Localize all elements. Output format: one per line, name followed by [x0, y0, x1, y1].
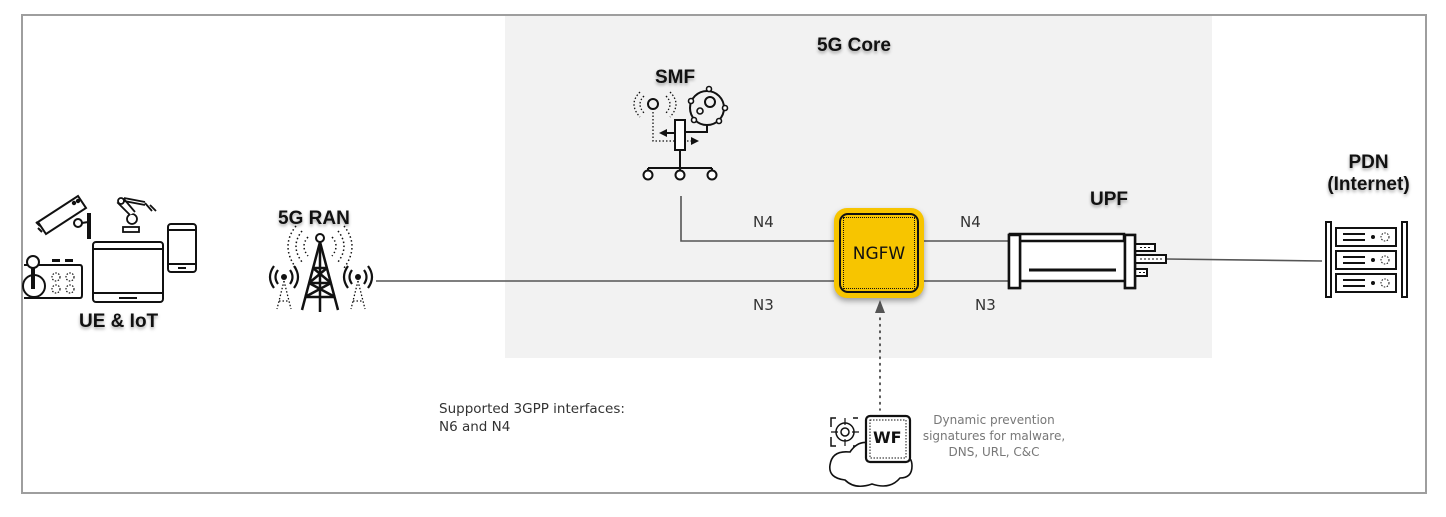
tablet-icon: [92, 241, 164, 303]
wf-to-ngfw-arrow: [875, 300, 885, 411]
cell-tower-icon: [268, 225, 374, 312]
supported-note-line2: N6 and N4: [439, 419, 511, 435]
ngfw-dotted-border: [843, 217, 915, 289]
ue-label: UE & IoT: [79, 311, 159, 332]
wildfire-cloud-icon: [828, 414, 913, 488]
smf-network-icon: [633, 85, 729, 181]
robot-arm-icon: [116, 197, 157, 233]
camera-icon: [35, 194, 91, 239]
small-antenna-right-icon: [342, 265, 374, 310]
interface-n4-smf: N4: [753, 213, 774, 231]
smf-to-ngfw-line: [680, 196, 836, 242]
wf-description: Dynamic prevention signatures for malwar…: [908, 412, 1080, 460]
pdn-label-line1: PDN: [1348, 152, 1389, 173]
controller-icon: [22, 255, 83, 299]
interface-n3-upf: N3: [975, 296, 996, 314]
5g-core-region: [505, 16, 1212, 358]
ngfw-node: NGFW: [834, 208, 924, 298]
supported-note-line1: Supported 3GPP interfaces:: [439, 401, 625, 417]
smf-label: SMF: [655, 67, 696, 88]
server-rack-icon: [1325, 221, 1408, 298]
connection-lines: [376, 196, 1323, 282]
interface-n3-ran: N3: [753, 296, 774, 314]
core-title: 5G Core: [817, 35, 891, 56]
supported-interfaces-note: Supported 3GPP interfaces: N6 and N4: [439, 400, 625, 436]
ngfw-label: NGFW: [852, 244, 906, 264]
ue-iot-devices-icon: [22, 194, 197, 303]
pdn-label: PDN (Internet): [1321, 152, 1416, 196]
phone-icon: [167, 223, 197, 273]
upf-label: UPF: [1090, 189, 1128, 210]
small-antenna-left-icon: [268, 265, 300, 310]
wf-label: WF: [873, 428, 902, 447]
ran-label: 5G RAN: [278, 208, 350, 229]
wf-note-line3: DNS, URL, C&C: [948, 445, 1040, 459]
upf-body: [1007, 233, 1137, 290]
interface-n4-upf: N4: [960, 213, 981, 231]
pdn-label-line2: (Internet): [1327, 174, 1410, 195]
wf-note-line1: Dynamic prevention: [933, 413, 1055, 427]
upf-to-pdn-line: [1165, 258, 1323, 262]
wf-note-line2: signatures for malware,: [922, 429, 1066, 443]
firewall-icon: [839, 213, 919, 293]
